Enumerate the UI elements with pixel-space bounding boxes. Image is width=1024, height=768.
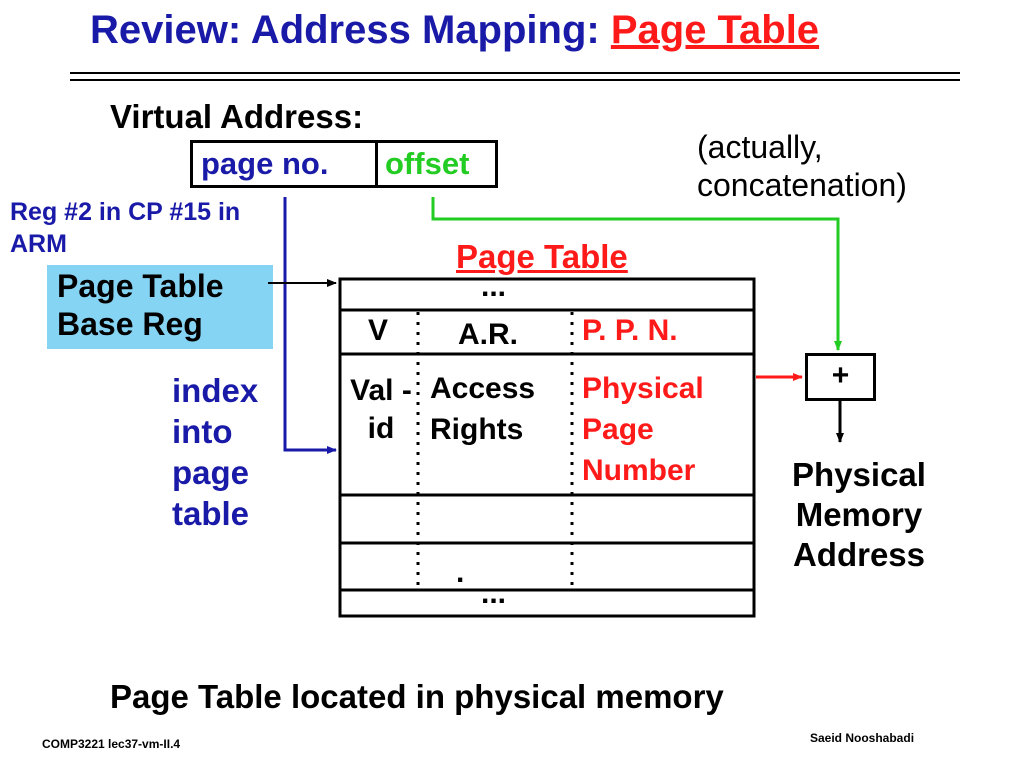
physical-memory-address-label: Physical Memory Address <box>792 456 926 573</box>
dot: . <box>456 556 465 589</box>
register-note: Reg #2 in CP #15 in ARM <box>10 198 241 258</box>
author-footer: Saeid Nooshabadi <box>810 731 915 745</box>
header-valid: V <box>368 314 389 347</box>
offset-field: offset <box>385 146 470 181</box>
page-table-frame <box>338 277 756 618</box>
page-number-field: page no. <box>193 143 378 185</box>
page-table-base-register: Page Table Base Reg <box>47 265 273 349</box>
adder-box: + <box>805 353 876 401</box>
bottom-ellipsis: ... <box>481 577 507 610</box>
entry-ppn: Physical Page Number <box>582 372 704 487</box>
virtual-address-label: Virtual Address: <box>110 98 364 135</box>
entry-access-rights: Access Rights <box>430 372 536 446</box>
concatenation-note: (actually, concatenation) <box>697 129 907 203</box>
offset-arrow <box>431 197 842 351</box>
title-rule <box>70 72 960 81</box>
top-ellipsis: ... <box>481 270 507 303</box>
page-table-title: Page Table <box>456 238 628 275</box>
index-label: index into page table <box>172 372 259 532</box>
course-footer: COMP3221 lec37-vm-II.4 <box>42 737 181 751</box>
index-arrow <box>283 197 337 454</box>
slide-title-main: Review: Address Mapping: <box>90 8 611 52</box>
slide-title-highlight: Page Table <box>610 8 820 52</box>
slide-title: Review: Address Mapping: Page Table <box>90 8 819 53</box>
virtual-address-box: page no. offset <box>190 140 498 188</box>
entry-valid: Val -id <box>350 374 412 445</box>
footer-statement: Page Table located in physical memory <box>110 678 724 715</box>
header-access-rights: A.R. <box>458 318 518 351</box>
header-ppn: P. P. N. <box>582 314 678 347</box>
